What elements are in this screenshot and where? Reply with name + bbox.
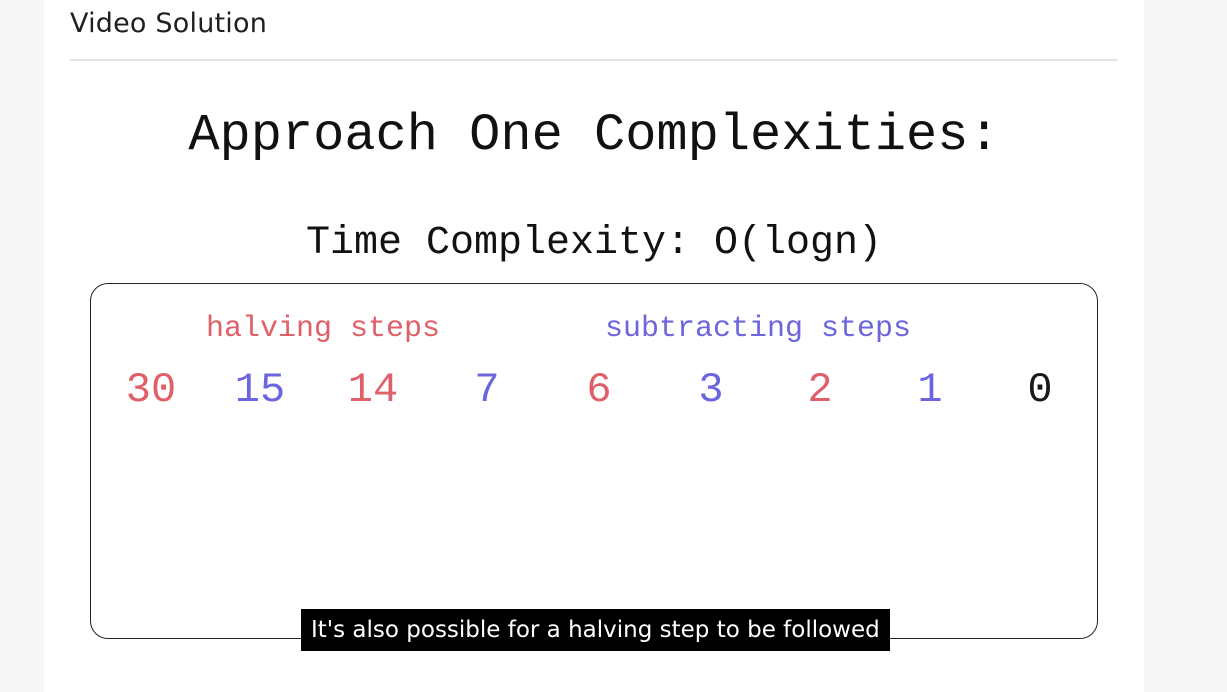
sequence-number: 1 — [917, 366, 943, 414]
sequence-number: 6 — [586, 366, 612, 414]
sequence-number: 0 — [1027, 366, 1053, 414]
diagram-box: halving steps subtracting steps 30 15 14… — [90, 283, 1098, 639]
legend-subtracting-steps: subtracting steps — [605, 312, 912, 346]
sequence-number: 14 — [347, 366, 399, 414]
divider — [70, 59, 1118, 61]
slide-title: Approach One Complexities: — [188, 106, 1000, 165]
section-title: Video Solution — [70, 8, 268, 39]
content-panel: Video Solution Approach One Complexities… — [44, 0, 1144, 692]
sequence-number: 7 — [474, 366, 500, 414]
sequence-number: 30 — [125, 366, 177, 414]
slide-subtitle: Time Complexity: O(logn) — [305, 221, 883, 266]
sequence-number: 15 — [234, 366, 286, 414]
sequence-number: 3 — [698, 366, 724, 414]
video-caption: It's also possible for a halving step to… — [301, 609, 890, 651]
sequence-number: 2 — [807, 366, 833, 414]
video-player[interactable]: Approach One Complexities: Time Complexi… — [70, 78, 1118, 678]
legend-halving-steps: halving steps — [206, 312, 441, 346]
